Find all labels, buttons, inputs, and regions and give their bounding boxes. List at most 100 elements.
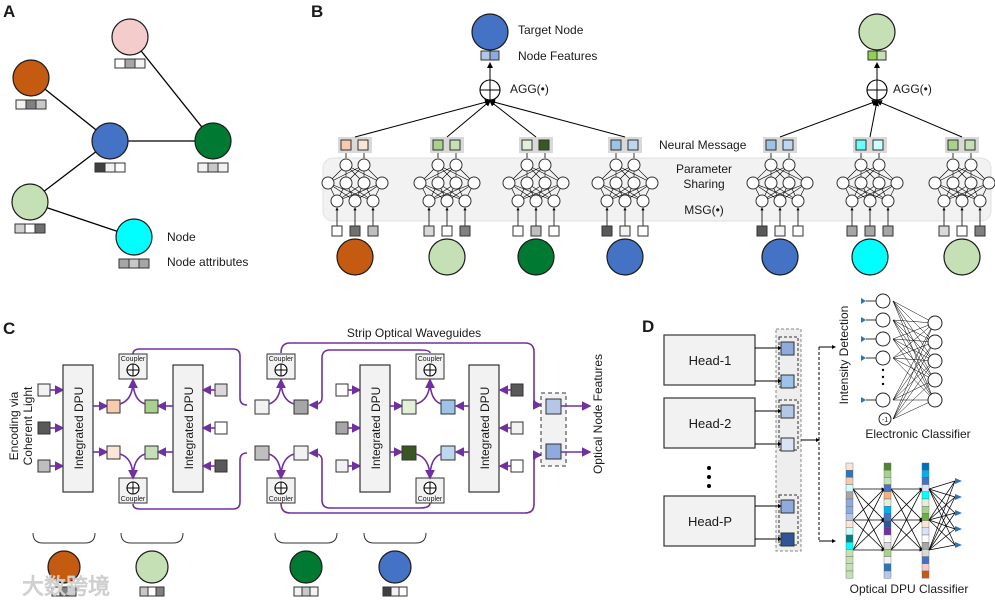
bottom-node-attribute bbox=[293, 586, 303, 597]
legend-attributes-label: Node attributes bbox=[167, 255, 248, 269]
mlp-neuron bbox=[339, 158, 353, 172]
node-attribute-cell bbox=[94, 162, 106, 173]
mlp-edge bbox=[508, 164, 546, 184]
mlp-neuron bbox=[618, 194, 632, 208]
classifier-edge bbox=[892, 341, 935, 420]
head-output-group bbox=[778, 336, 799, 388]
diffractive-pixel bbox=[921, 491, 930, 500]
photodetector-icon bbox=[861, 317, 866, 323]
classifier-edge bbox=[892, 322, 935, 340]
input-feature-square bbox=[548, 225, 560, 237]
output-detector-icon bbox=[955, 526, 962, 532]
bottom-graph-nodes bbox=[32, 532, 427, 597]
coupler-label: Coupler bbox=[418, 356, 443, 363]
mlp-neuron bbox=[330, 194, 344, 208]
input-feature-square bbox=[974, 225, 986, 237]
detector-edge bbox=[928, 488, 956, 530]
diffractive-pixel bbox=[883, 534, 892, 543]
ellipsis-dot bbox=[707, 475, 711, 479]
mlp-neuron bbox=[520, 176, 534, 190]
intermediate-square bbox=[254, 399, 270, 415]
input-feature-square bbox=[367, 225, 379, 237]
diffractive-pixel bbox=[921, 506, 930, 514]
bottom-node-attribute bbox=[67, 586, 77, 597]
mlp-neuron bbox=[422, 194, 436, 208]
input-feature-square bbox=[938, 225, 950, 237]
diffractive-pixel bbox=[921, 470, 930, 478]
output-detector-icon bbox=[955, 494, 962, 500]
diffractive-pixel bbox=[845, 534, 854, 543]
encoded-input-square bbox=[214, 421, 228, 435]
mlp-neuron bbox=[782, 176, 796, 190]
mlp-neuron bbox=[791, 194, 805, 208]
integrated-dpu-label: Integrated DPU bbox=[182, 387, 196, 470]
neural-message-label: Neural Message bbox=[659, 138, 747, 152]
diffractive-pixel bbox=[883, 506, 892, 514]
waveguide-curve bbox=[268, 378, 286, 405]
ellipsis-dot bbox=[881, 382, 885, 386]
waveguide-path bbox=[280, 342, 543, 410]
input-feature-square bbox=[423, 225, 435, 237]
legend-node-label: Node bbox=[167, 230, 196, 244]
mlp-neuron bbox=[413, 176, 427, 190]
message-to-agg-arrow bbox=[446, 100, 491, 138]
output-neuron bbox=[927, 372, 943, 388]
detector-edge bbox=[928, 496, 956, 521]
integrated-dpu-label: Integrated DPU bbox=[369, 387, 383, 470]
encoded-input-square bbox=[510, 459, 524, 473]
node-attribute-cell bbox=[118, 258, 130, 269]
waveguide-curve bbox=[415, 378, 435, 405]
optical-dpu-classifier-label: Optical DPU Classifier bbox=[850, 582, 969, 596]
msg-label: MSG(•) bbox=[684, 203, 724, 217]
waveguide-path bbox=[132, 348, 248, 406]
neural-message-square bbox=[782, 139, 794, 151]
classifier-edge bbox=[892, 322, 935, 401]
detector-edge bbox=[928, 512, 956, 551]
optical-node-features-label: Optical Node Features bbox=[591, 354, 605, 474]
neural-message-square bbox=[627, 139, 639, 151]
neural-message-square bbox=[538, 139, 550, 151]
diffractive-pixel bbox=[845, 520, 854, 528]
mlp-neuron bbox=[845, 194, 859, 208]
mlp-neuron bbox=[955, 194, 969, 208]
detector-edge bbox=[928, 480, 956, 490]
mlp-neuron bbox=[366, 194, 380, 208]
optical-node-feature bbox=[545, 443, 562, 460]
intermediate-square bbox=[254, 445, 270, 461]
bottom-node bbox=[289, 550, 323, 584]
node-attribute-cell bbox=[34, 223, 46, 234]
message-to-agg-arrow bbox=[354, 99, 491, 138]
mlp-neuron bbox=[755, 194, 769, 208]
target-feature-cell bbox=[480, 50, 491, 61]
node-features-label: Node Features bbox=[518, 49, 597, 63]
intermediate-square bbox=[293, 445, 309, 461]
output-neuron bbox=[927, 334, 943, 350]
mlp-neuron bbox=[556, 176, 570, 190]
mlp-neuron bbox=[627, 158, 641, 172]
diffractive-pixel bbox=[883, 520, 892, 528]
encoded-input-square bbox=[37, 459, 51, 473]
input-neuron bbox=[875, 392, 891, 408]
classifier-edge bbox=[892, 357, 935, 401]
node-attribute-cell bbox=[217, 162, 229, 173]
intermediate-square bbox=[293, 399, 309, 415]
classifier-edge bbox=[892, 319, 935, 324]
mlp-edge bbox=[428, 182, 475, 202]
diffractive-pixel bbox=[845, 542, 854, 550]
mlp-neuron bbox=[321, 176, 335, 190]
input-neuron bbox=[875, 350, 891, 366]
diffractive-pixel bbox=[845, 470, 854, 478]
mlp-neuron bbox=[502, 176, 516, 190]
mlp-neuron bbox=[890, 176, 904, 190]
target-feature-cell bbox=[489, 50, 500, 61]
node-attribute-cell bbox=[114, 58, 126, 69]
target-node bbox=[471, 13, 509, 51]
integrated-dpu-block bbox=[62, 364, 94, 493]
mlp-edge bbox=[934, 164, 972, 184]
mlp-neuron bbox=[928, 176, 942, 190]
mlp-neuron bbox=[946, 176, 960, 190]
grouping-brace bbox=[363, 532, 427, 544]
diffractive-pixel bbox=[921, 556, 930, 564]
encoded-input-square bbox=[335, 421, 349, 435]
encoded-input-square bbox=[510, 383, 524, 397]
